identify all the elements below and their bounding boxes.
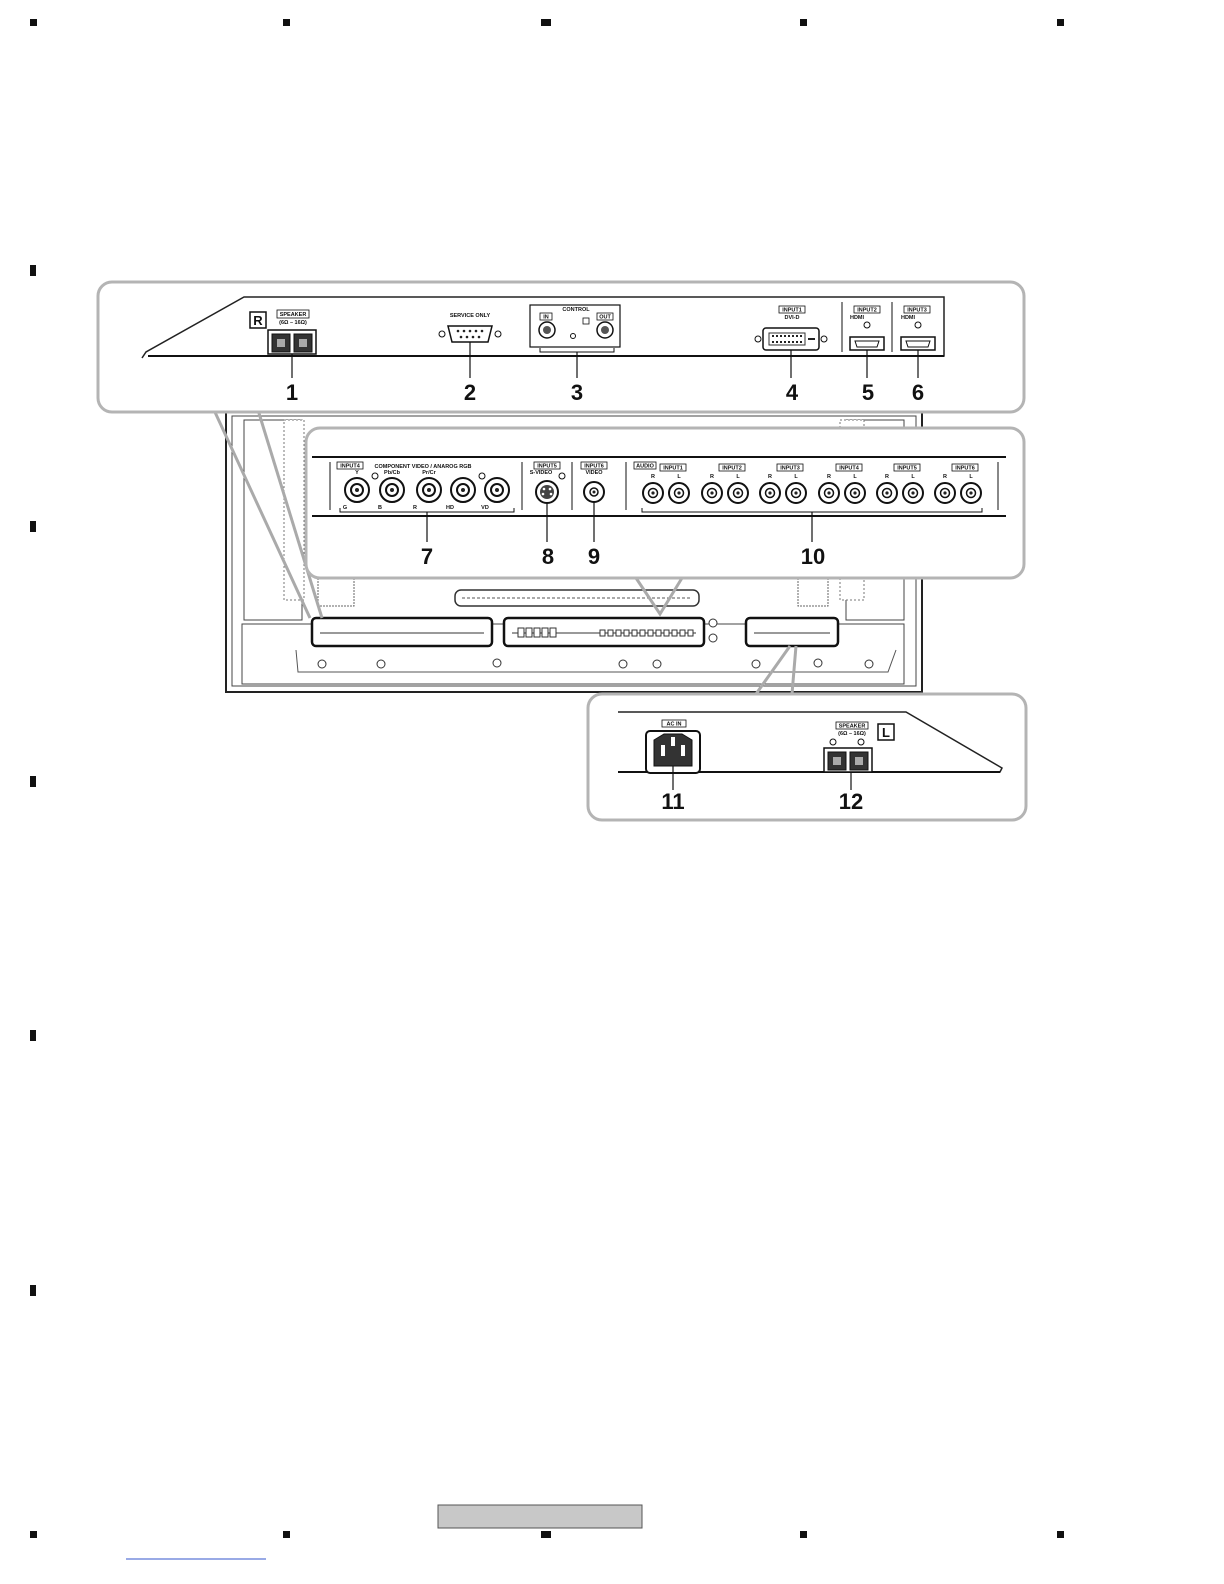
callout-11: 11 — [661, 789, 684, 814]
callout-2: 2 — [464, 380, 476, 405]
comp-r-label: R — [413, 505, 417, 511]
input4-label: INPUT4 — [340, 464, 361, 470]
comp-g-label: G — [343, 505, 347, 511]
zoom-leaders — [212, 409, 798, 695]
audio-r-label: R — [827, 474, 831, 480]
callout-12: 12 — [839, 789, 863, 814]
ac-in-label: AC IN — [667, 722, 682, 728]
right-speaker-label: SPEAKER — [280, 312, 307, 318]
input5-label: INPUT5 — [537, 464, 557, 470]
highlight-right-terminals — [310, 616, 494, 648]
audio-input-label: INPUT5 — [897, 466, 917, 472]
reg-mark-left-1 — [30, 265, 36, 276]
comp-b-label: B — [378, 505, 382, 511]
audio-l-label: L — [911, 474, 915, 480]
audio-r-label: R — [651, 474, 655, 480]
audio-r-label: R — [768, 474, 772, 480]
comp-hd-label: HD — [446, 505, 454, 511]
reg-mark-top-3 — [541, 19, 551, 26]
left-speaker-spec: (6Ω – 16Ω) — [838, 731, 866, 737]
reg-mark-top-2 — [283, 19, 290, 26]
registration-marks — [30, 19, 1064, 1538]
reg-mark-left-5 — [30, 1285, 36, 1296]
right-speaker-spec: (6Ω – 16Ω) — [279, 320, 307, 326]
page-footer-box — [437, 1504, 643, 1529]
audio-r-label: R — [943, 474, 947, 480]
service-port — [447, 325, 493, 343]
audio-input-label: INPUT3 — [780, 466, 800, 472]
control-in-label: IN — [543, 315, 549, 321]
callout-1: 1 — [286, 380, 298, 405]
reg-mark-top-1 — [30, 19, 37, 26]
reg-mark-bottom-3 — [541, 1531, 551, 1538]
audio-r-label: R — [710, 474, 714, 480]
left-speaker-label: SPEAKER — [839, 724, 866, 730]
audio-l-label: L — [736, 474, 740, 480]
comp-y-label: Y — [355, 470, 359, 476]
audio-input-label: INPUT6 — [955, 466, 975, 472]
left-side-letter: L — [882, 725, 890, 740]
control-out-label: OUT — [599, 315, 611, 321]
input3-label: INPUT3 — [907, 308, 927, 314]
reg-mark-left-3 — [30, 776, 36, 787]
callout-6: 6 — [912, 380, 924, 405]
reg-mark-left-4 — [30, 1030, 36, 1041]
input1-sub-label: DVI-D — [785, 315, 800, 321]
input1-label: INPUT1 — [782, 308, 802, 314]
right-terminal-panel: R SPEAKER (6Ω – 16Ω) SERVICE ONLY CONTRO… — [96, 280, 1026, 414]
reg-mark-bottom-5 — [1057, 1531, 1064, 1538]
right-side-letter: R — [253, 313, 263, 328]
service-only-label: SERVICE ONLY — [450, 313, 491, 319]
left-side-indicator — [877, 723, 895, 741]
comp-pr-label: Pr/Cr — [422, 470, 436, 476]
input2-label: INPUT2 — [857, 308, 877, 314]
audio-input-label: INPUT2 — [722, 466, 742, 472]
audio-input-label: INPUT4 — [839, 466, 860, 472]
callout-4: 4 — [786, 380, 799, 405]
input6-sub-label: VIDEO — [585, 470, 603, 476]
reg-mark-left-2 — [30, 521, 36, 532]
audio-label: AUDIO — [636, 464, 654, 470]
audio-l-label: L — [677, 474, 681, 480]
control-label: CONTROL — [562, 307, 590, 313]
reg-mark-top-4 — [800, 19, 807, 26]
input-terminal-panel: INPUT4 COMPONENT VIDEO / ANAROG RGB Y Pb… — [304, 426, 1026, 580]
input6-label: INPUT6 — [584, 464, 604, 470]
callout-7: 7 — [421, 544, 433, 569]
right-side-indicator — [249, 311, 267, 329]
reg-mark-bottom-1 — [30, 1531, 37, 1538]
audio-l-label: L — [794, 474, 798, 480]
callout-8: 8 — [542, 544, 554, 569]
highlight-left-terminals — [744, 616, 840, 648]
callout-5: 5 — [862, 380, 874, 405]
audio-l-label: L — [853, 474, 857, 480]
comp-vd-label: VD — [481, 505, 489, 511]
audio-input-label: INPUT1 — [663, 466, 683, 472]
callout-10: 10 — [801, 544, 825, 569]
left-terminal-panel: AC IN SPEAKER (6Ω – 16Ω) L 11 12 — [586, 692, 1028, 822]
input5-sub-label: S-VIDEO — [530, 470, 553, 476]
audio-r-label: R — [885, 474, 889, 480]
component-label: COMPONENT VIDEO / ANAROG RGB — [375, 464, 472, 470]
comp-pb-label: Pb/Cb — [384, 470, 401, 476]
reg-mark-bottom-2 — [283, 1531, 290, 1538]
reg-mark-top-5 — [1057, 19, 1064, 26]
callout-9: 9 — [588, 544, 600, 569]
component-jacks — [344, 472, 510, 503]
reg-mark-bottom-4 — [800, 1531, 807, 1538]
input2-sub-label: HDMI — [850, 315, 865, 321]
input3-sub-label: HDMI — [901, 315, 916, 321]
audio-l-label: L — [969, 474, 973, 480]
callout-3: 3 — [571, 380, 583, 405]
